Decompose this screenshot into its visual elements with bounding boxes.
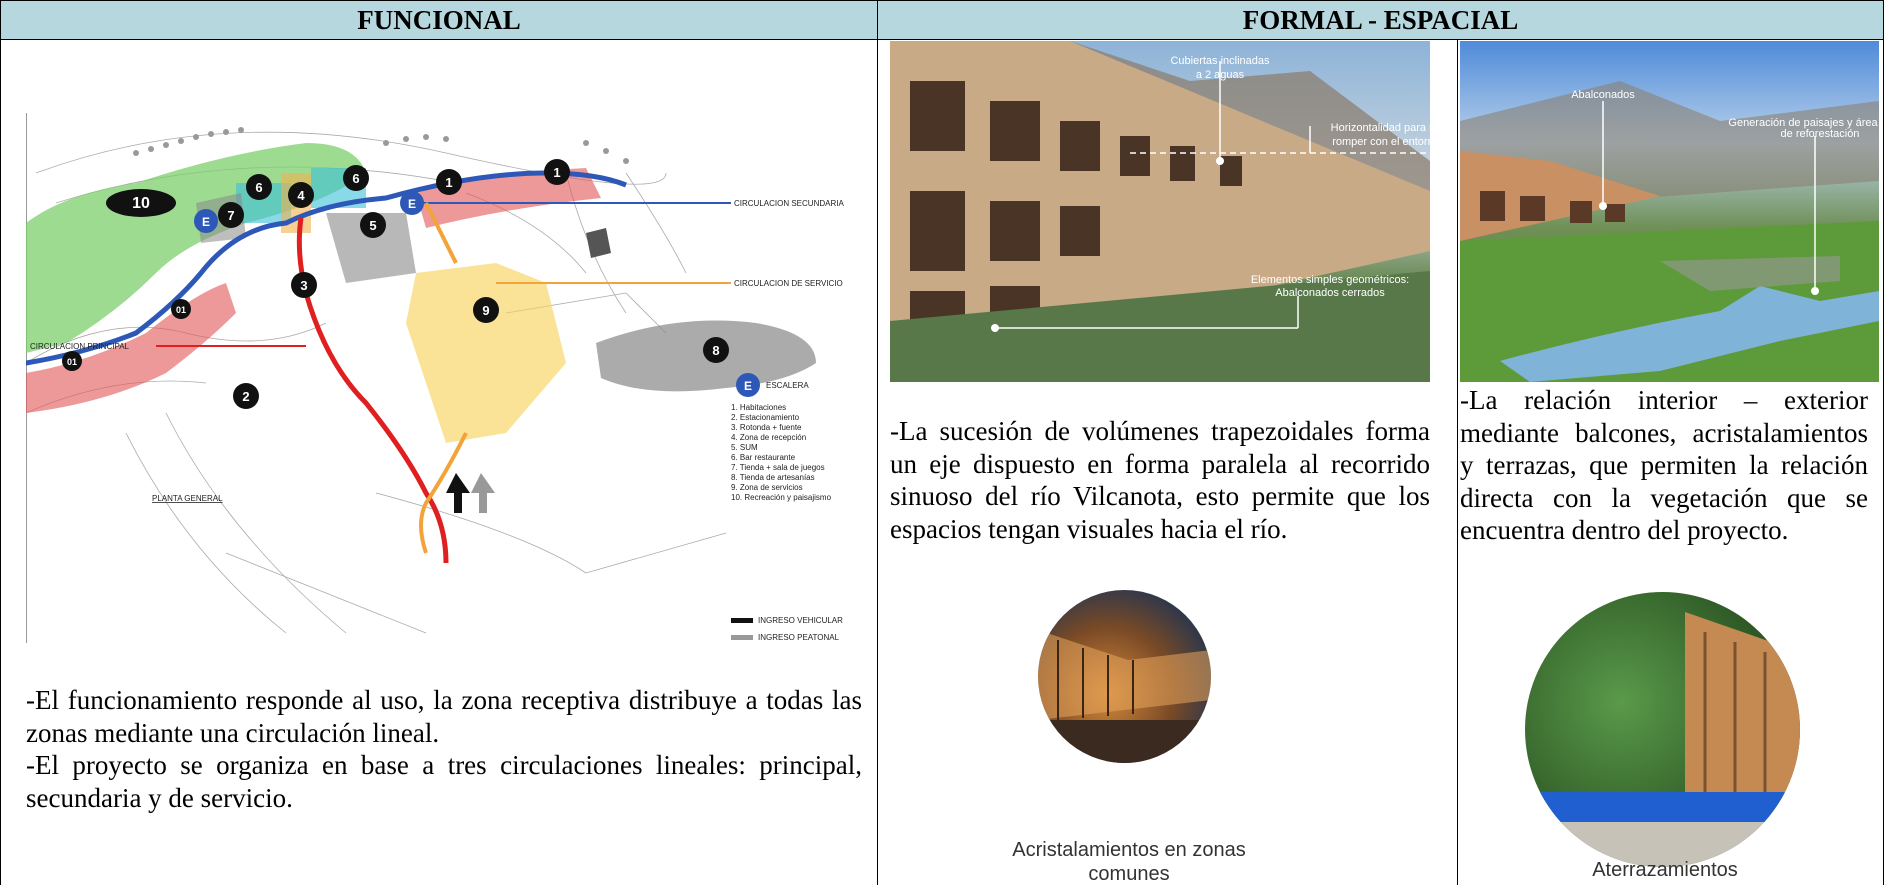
- photo1-label: romper con el entorno: [1332, 136, 1430, 148]
- glazing-common-area-photo: [1038, 590, 1211, 763]
- photo2-label: Generación de paisajes y área: [1728, 117, 1878, 129]
- photo2-label: Abalconados: [1571, 89, 1635, 101]
- header-bottom-line: [0, 39, 1884, 40]
- label-circ-principal: CIRCULACION PRINCIPAL: [30, 342, 130, 351]
- svg-text:1: 1: [553, 165, 560, 180]
- border-top: [0, 0, 1884, 1]
- legend-item: 6. Bar restaurante: [731, 453, 796, 462]
- legend-item: 9. Zona de servicios: [731, 483, 803, 492]
- svg-text:2: 2: [242, 389, 249, 404]
- caption-terraces: Aterrazamientos: [1560, 858, 1770, 882]
- svg-text:6: 6: [255, 180, 262, 195]
- map-legend: 1. Habitaciones 2. Estacionamiento 3. Ro…: [731, 403, 832, 502]
- svg-text:1: 1: [445, 175, 452, 190]
- funcional-paragraph-1: -El funcionamiento responde al uso, la z…: [26, 685, 862, 748]
- photo1-label: Horizontalidad para no: [1331, 122, 1430, 134]
- formal-right-text: -La relación interior – exterior mediant…: [1460, 385, 1868, 545]
- caption-glazing: Acristalamientos en zonas comunes: [1004, 838, 1254, 886]
- caption-line: Acristalamientos en zonas: [1012, 839, 1246, 861]
- label-escalera: ESCALERA: [766, 381, 809, 390]
- pedestrian-entry-arrow-icon: [471, 473, 495, 513]
- svg-text:01: 01: [176, 305, 186, 315]
- legend-item: 7. Tienda + sala de juegos: [731, 463, 825, 472]
- svg-text:E: E: [408, 197, 416, 211]
- svg-text:01: 01: [67, 357, 77, 367]
- legend-item: 10. Recreación y paisajismo: [731, 493, 832, 502]
- legend-item: 1. Habitaciones: [731, 403, 786, 412]
- svg-text:3: 3: [300, 278, 307, 293]
- label-ingreso-peatonal: INGRESO PEATONAL: [758, 633, 840, 642]
- svg-text:4: 4: [297, 188, 305, 203]
- header-funcional: FUNCIONAL: [1, 1, 877, 39]
- label-planta-general: PLANTA GENERAL: [152, 494, 223, 503]
- svg-text:E: E: [202, 215, 210, 229]
- vehicle-entry-arrow-icon: [446, 473, 470, 513]
- label-circ-servicio: CIRCULACION DE SERVICIO: [734, 279, 843, 288]
- svg-text:7: 7: [227, 208, 234, 223]
- label-circ-secundaria: CIRCULACION SECUNDARIA: [734, 199, 844, 208]
- border-left: [0, 0, 1, 885]
- building-facade-photo: Cubiertas inclinadas a 2 aguas Horizonta…: [890, 41, 1430, 382]
- caption-line: Aterrazamientos: [1592, 859, 1738, 881]
- funcional-paragraph-2: -El proyecto se organiza en base a tres …: [26, 750, 862, 813]
- border-col-divider: [877, 0, 878, 885]
- photo1-label: Cubiertas inclinadas: [1170, 55, 1270, 67]
- formal-left-text: -La sucesión de volúmenes trapezoidales …: [890, 416, 1430, 544]
- svg-text:5: 5: [369, 218, 376, 233]
- photo2-label: de reforestación: [1781, 128, 1860, 140]
- border-subcol-divider: [1457, 40, 1458, 885]
- photo1-label: Abalconados cerrados: [1275, 287, 1385, 299]
- garden-terrace-photo: Abalconados Generación de paisajes y áre…: [1460, 41, 1879, 382]
- legend-item: 8. Tienda de artesanías: [731, 473, 815, 482]
- legend-item: 5. SUM: [731, 443, 758, 452]
- svg-text:9: 9: [482, 303, 489, 318]
- header-formal: FORMAL - ESPACIAL: [878, 1, 1883, 39]
- site-plan-map: 10 6 7 4 6 1 1 5 3 9 8 2 01 01 E E E CIR…: [26, 113, 862, 643]
- svg-text:6: 6: [352, 171, 359, 186]
- svg-text:8: 8: [712, 343, 719, 358]
- terraces-photo: [1525, 592, 1800, 867]
- caption-line: comunes: [1088, 863, 1170, 885]
- photo1-label: Elementos simples geométricos:: [1251, 274, 1409, 286]
- photo1-label: a 2 aguas: [1196, 69, 1245, 81]
- label-ingreso-vehicular: INGRESO VEHICULAR: [758, 616, 843, 625]
- svg-text:E: E: [744, 379, 752, 393]
- legend-item: 4. Zona de recepción: [731, 433, 806, 442]
- legend-item: 2. Estacionamiento: [731, 413, 800, 422]
- svg-text:10: 10: [132, 195, 150, 212]
- funcional-text: -El funcionamiento responde al uso, la z…: [26, 684, 862, 814]
- legend-item: 3. Rotonda + fuente: [731, 423, 802, 432]
